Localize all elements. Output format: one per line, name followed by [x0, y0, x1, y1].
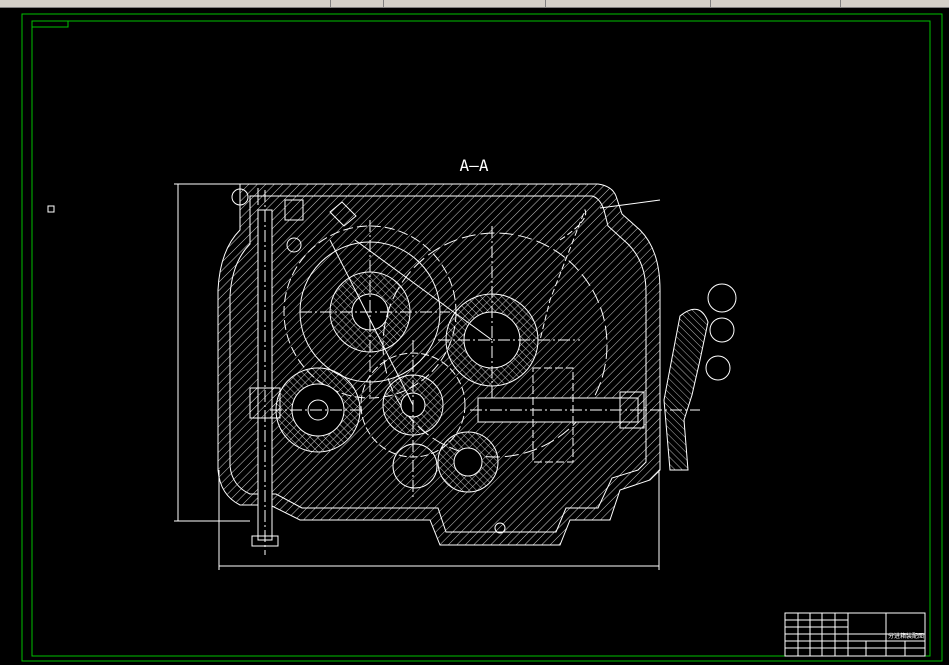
toolbar-separator: [383, 0, 384, 7]
frame-corner-mark: [32, 21, 69, 28]
section-label: A—A: [460, 156, 489, 175]
cad-drawing-canvas[interactable]: A—A: [0, 8, 949, 665]
toolbar-separator: [545, 0, 546, 7]
inner-frame: [31, 20, 931, 657]
toolbar-separator: [710, 0, 711, 7]
outer-frame: [21, 13, 943, 662]
toolbar-separator: [840, 0, 841, 7]
gearbox-section-view: [174, 183, 737, 570]
toolbar-strip[interactable]: [0, 0, 949, 8]
toolbar-separator: [330, 0, 331, 7]
drawing-name: 分进箱装配图: [888, 632, 924, 640]
ucs-marker-icon: [47, 205, 55, 213]
title-block: [784, 612, 926, 657]
